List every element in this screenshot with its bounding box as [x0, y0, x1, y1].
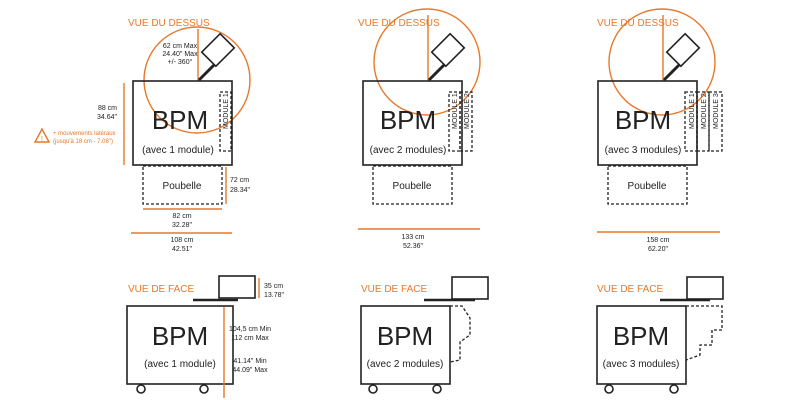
top-view-2: VUE DU DESSUS MODULE 1 MODULE 2 BPM (ave… [358, 8, 481, 250]
module-box [219, 91, 232, 152]
poubelle-label: Poubelle [628, 181, 667, 192]
poubelle-label: Poubelle [163, 181, 202, 192]
config-subtitle: (avec 2 modules) [367, 359, 444, 370]
config-subtitle: (avec 1 module) [144, 359, 216, 370]
total-width-label: 133 cm [402, 234, 425, 241]
arm-rotation-circle [143, 26, 251, 134]
bpm-box [362, 80, 463, 166]
arm-label: 62 cm Max [163, 43, 198, 50]
front-view-1: VUE DE FACE BPM (avec 1 module) 35 cm 13… [126, 275, 285, 398]
monitor-icon [451, 276, 489, 300]
depth-label: 88 cm [98, 105, 117, 112]
front-view-3: VUE DE FACE BPM (avec 3 modules) [596, 276, 724, 394]
top-view-3: VUE DU DESSUS MODULE 1 MODULE 2 MODULE 3… [597, 8, 723, 253]
bpm-label: BPM [152, 321, 208, 351]
total-width-label: 52.36" [403, 243, 424, 250]
svg-text:!: ! [41, 136, 43, 143]
total-width-label: 158 cm [647, 237, 670, 244]
monitor-icon [665, 32, 701, 68]
config-subtitle: (avec 3 modules) [605, 145, 682, 156]
bpm-box [132, 80, 233, 166]
poubelle-width-label: 32.28" [172, 222, 193, 229]
monitor-icon [218, 275, 256, 299]
module-label: MODULE 3 [713, 93, 720, 129]
bpm-label: BPM [615, 105, 671, 135]
front-view-title: VUE DE FACE [361, 284, 427, 295]
poubelle-depth-label: 28.34" [230, 187, 251, 194]
top-view-title: VUE DU DESSUS [597, 18, 679, 29]
module-label: MODULE 1 [689, 93, 696, 129]
wheel-icon [136, 384, 146, 394]
arm-label: 24.40" Max [162, 51, 198, 58]
poubelle-box [142, 165, 223, 205]
bpm-box [360, 305, 451, 385]
arm-label: +/- 360° [168, 58, 193, 66]
monitor-icon [686, 276, 724, 300]
monitor-arm [197, 61, 218, 82]
lateral-note: (jusqu'à 18 cm - 7.08") [53, 139, 113, 145]
total-width-label: 62.20" [648, 246, 669, 253]
warning-icon [33, 127, 51, 143]
height-label: 104,5 cm Min [229, 326, 271, 333]
screen-height-label: 13.78" [264, 292, 285, 299]
front-view-2: VUE DE FACE BPM (avec 2 modules) [360, 276, 489, 394]
lateral-note: + mouvements latéraux [53, 131, 116, 137]
top-view-title: VUE DU DESSUS [358, 18, 440, 29]
wheel-icon [368, 384, 378, 394]
monitor-icon [200, 32, 236, 68]
poubelle-width-label: 82 cm [172, 213, 191, 220]
bpm-label: BPM [152, 105, 208, 135]
front-view-title: VUE DE FACE [597, 284, 663, 295]
front-view-title: VUE DE FACE [128, 284, 194, 295]
height-label: 41.14" Min [233, 358, 266, 365]
module-label: MODULE 2 [464, 93, 471, 129]
bpm-label: BPM [613, 321, 669, 351]
top-view-1: VUE DU DESSUS 62 cm Max 24.40" Max +/- 3… [33, 18, 251, 253]
wheel-icon [604, 384, 614, 394]
bpm-box [596, 305, 687, 385]
wheel-icon [432, 384, 442, 394]
module-label: MODULE 2 [701, 93, 708, 129]
bpm-box [126, 305, 234, 385]
total-width-label: 108 cm [171, 237, 194, 244]
height-label: 112 cm Max [231, 335, 269, 342]
config-subtitle: (avec 3 modules) [603, 359, 680, 370]
config-subtitle: (avec 2 modules) [370, 145, 447, 156]
monitor-icon [430, 32, 466, 68]
bpm-label: BPM [377, 321, 433, 351]
screen-height-label: 35 cm [264, 283, 283, 290]
module-label: MODULE 1 [452, 93, 459, 129]
config-subtitle: (avec 1 module) [142, 145, 214, 156]
bpm-label: BPM [380, 105, 436, 135]
wheel-icon [199, 384, 209, 394]
depth-label: 34.64" [97, 114, 118, 121]
top-view-title: VUE DU DESSUS [128, 18, 210, 29]
total-width-label: 42.51" [172, 246, 193, 253]
wheel-icon [669, 384, 679, 394]
module-label: MODULE 1 [223, 93, 230, 129]
poubelle-label: Poubelle [393, 181, 432, 192]
height-label: 44.09" Max [232, 367, 268, 374]
poubelle-depth-label: 72 cm [230, 177, 249, 184]
